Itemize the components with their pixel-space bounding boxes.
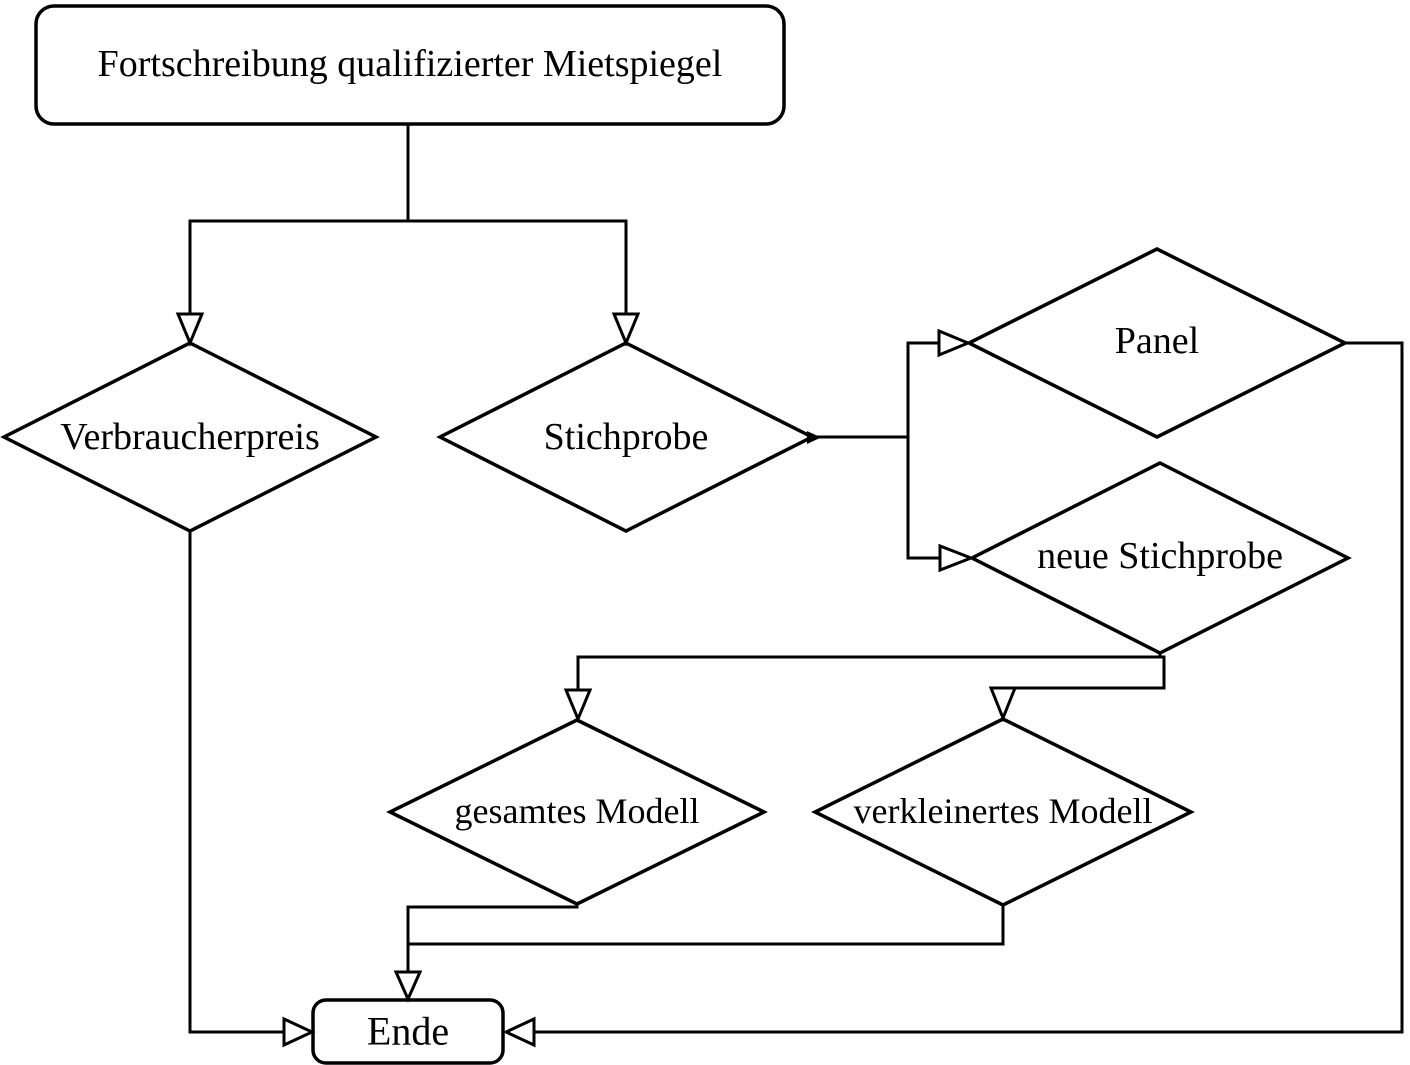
stichprobe-diamond bbox=[436, 341, 816, 533]
node-gesamtes-modell: gesamtes Modell bbox=[386, 718, 768, 906]
start-box bbox=[34, 4, 786, 126]
verbraucherpreis-diamond bbox=[0, 341, 380, 533]
edge-split-bar-right bbox=[906, 341, 942, 560]
edge-verbraucherpreis-to-ende bbox=[188, 529, 286, 1034]
arrow-down-into-stichprobe-icon bbox=[611, 312, 641, 347]
arrow-out-of-stichprobe-icon bbox=[807, 431, 821, 444]
verkleinertes-modell-label: verkleinertes Modell bbox=[854, 791, 1153, 831]
ende-label: Ende bbox=[367, 1009, 449, 1054]
edge-panel-to-ende bbox=[532, 341, 1404, 1034]
edge-branch-bar bbox=[188, 219, 628, 316]
node-verbraucherpreis: Verbraucherpreis bbox=[0, 341, 380, 533]
stichprobe-label: Stichprobe bbox=[544, 416, 709, 458]
node-panel: Panel bbox=[965, 247, 1349, 439]
panel-diamond bbox=[965, 247, 1349, 439]
node-verkleinertes-modell: verkleinertes Modell bbox=[811, 717, 1195, 907]
neue-stichprobe-label: neue Stichprobe bbox=[1037, 535, 1283, 577]
verkleinertes-modell-diamond bbox=[811, 717, 1195, 907]
neue-stichprobe-diamond bbox=[968, 461, 1352, 655]
arrow-right-into-ende-icon bbox=[282, 1016, 316, 1048]
arrow-down-into-gesamtes-modell-icon bbox=[563, 688, 593, 723]
arrow-right-into-neue-stichprobe-icon bbox=[938, 543, 976, 573]
node-stichprobe: Stichprobe bbox=[436, 341, 816, 533]
arrow-down-into-verbraucherpreis-icon bbox=[175, 312, 205, 347]
gesamtes-modell-diamond bbox=[386, 718, 768, 906]
arrow-down-into-ende-icon bbox=[393, 970, 423, 1003]
edge-neue-stichprobe-out bbox=[576, 651, 1166, 692]
arrow-right-into-panel-icon bbox=[937, 328, 972, 358]
gesamtes-modell-label: gesamtes Modell bbox=[455, 791, 700, 831]
verbraucherpreis-label: Verbraucherpreis bbox=[60, 416, 320, 458]
edge-models-to-ende bbox=[406, 902, 1005, 974]
arrow-down-into-verkleinertes-modell-icon bbox=[988, 686, 1018, 723]
panel-label: Panel bbox=[1115, 320, 1199, 362]
start-label: Fortschreibung qualifizierter Mietspiege… bbox=[98, 43, 723, 85]
node-neue-stichprobe: neue Stichprobe bbox=[968, 461, 1352, 655]
arrow-left-into-ende-icon bbox=[502, 1016, 536, 1048]
node-ende: Ende bbox=[311, 998, 505, 1065]
node-start: Fortschreibung qualifizierter Mietspiege… bbox=[34, 4, 786, 126]
